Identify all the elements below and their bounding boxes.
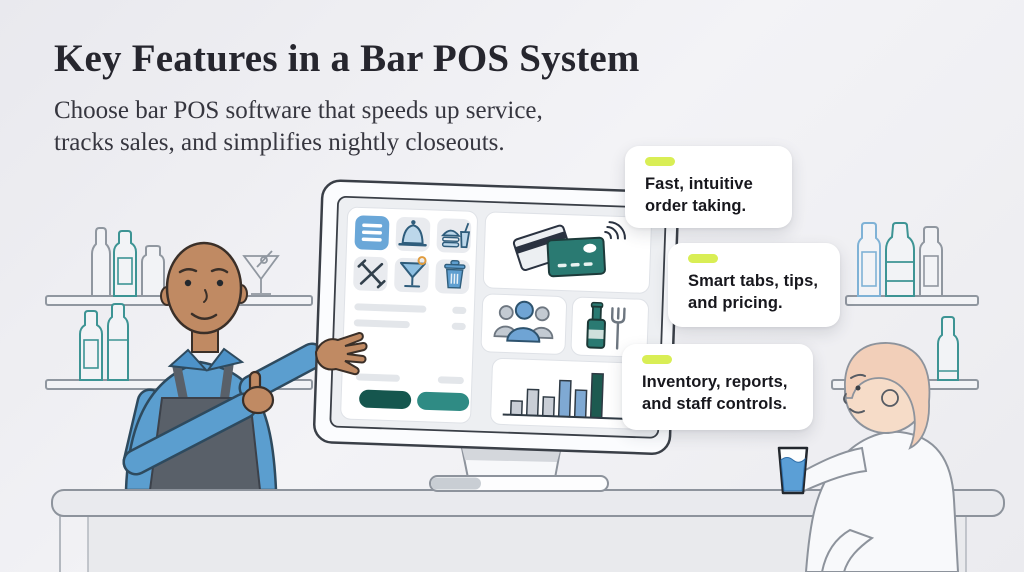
page-title: Key Features in a Bar POS System <box>54 37 640 80</box>
pos-monitor <box>313 179 680 455</box>
callout-text: Smart tabs, tips,and pricing. <box>688 272 819 313</box>
trash-icon <box>444 259 466 289</box>
highlight-pill <box>642 355 672 364</box>
bottle <box>113 230 137 297</box>
callout-inventory-reports: Inventory, reports,and staff controls. <box>622 344 813 430</box>
collar <box>167 348 209 372</box>
callout-text: Inventory, reports,and staff controls. <box>642 373 788 414</box>
bottle <box>937 316 959 381</box>
left-shelf-bottles <box>79 227 280 381</box>
bartender-face <box>178 268 229 320</box>
customer-face <box>843 373 899 414</box>
bottle <box>107 303 129 381</box>
customer-hair <box>844 342 931 450</box>
bottle-and-fork-icon <box>586 301 626 350</box>
pos-action-button-primary <box>359 389 412 409</box>
sales-bar-chart <box>502 372 623 420</box>
collar <box>205 347 245 372</box>
pointing-hand <box>314 332 368 376</box>
customer-leg <box>820 528 875 572</box>
customer <box>796 342 960 572</box>
customers-feature-tile <box>480 293 568 355</box>
water-glass <box>777 446 809 495</box>
thumbs-up-hand <box>241 370 275 415</box>
highlight-pill <box>688 254 718 263</box>
bartender-head <box>165 241 243 335</box>
bottle <box>885 222 915 297</box>
bottle-label <box>861 251 877 287</box>
contactless-waves-icon <box>604 221 626 240</box>
order-list-placeholder <box>353 303 467 385</box>
cloche-icon <box>398 220 427 247</box>
callout-tabs-pricing: Smart tabs, tips,and pricing. <box>668 243 840 327</box>
martini-glass-icon <box>242 250 280 295</box>
bottle <box>919 226 943 297</box>
bottle-label <box>83 339 99 369</box>
header: Key Features in a Bar POS System Choose … <box>54 36 640 159</box>
pos-action-button-secondary <box>417 391 470 412</box>
pos-menu-panel <box>340 206 478 424</box>
bottle-label <box>117 257 133 285</box>
right-shelf-bottles <box>857 222 959 381</box>
menu-list-icon <box>361 223 383 242</box>
customer-group-icon <box>493 300 554 343</box>
payment-feature-tile <box>482 211 652 294</box>
bartender <box>122 241 326 492</box>
bottle <box>141 245 165 297</box>
bottle <box>857 222 881 297</box>
menu-items-feature-tile <box>570 296 649 358</box>
burger-drink-icon <box>441 222 471 249</box>
highlight-pill <box>645 157 675 166</box>
contactless-payment-cards-icon <box>512 221 626 278</box>
cocktail-icon <box>399 256 427 288</box>
bottle <box>91 227 111 297</box>
bottle <box>79 310 103 381</box>
bottle-label <box>923 255 939 287</box>
page-subtitle: Choose bar POS software that speeds up s… <box>54 97 543 156</box>
utensils-icon <box>357 259 386 289</box>
monitor-stand <box>429 446 609 492</box>
